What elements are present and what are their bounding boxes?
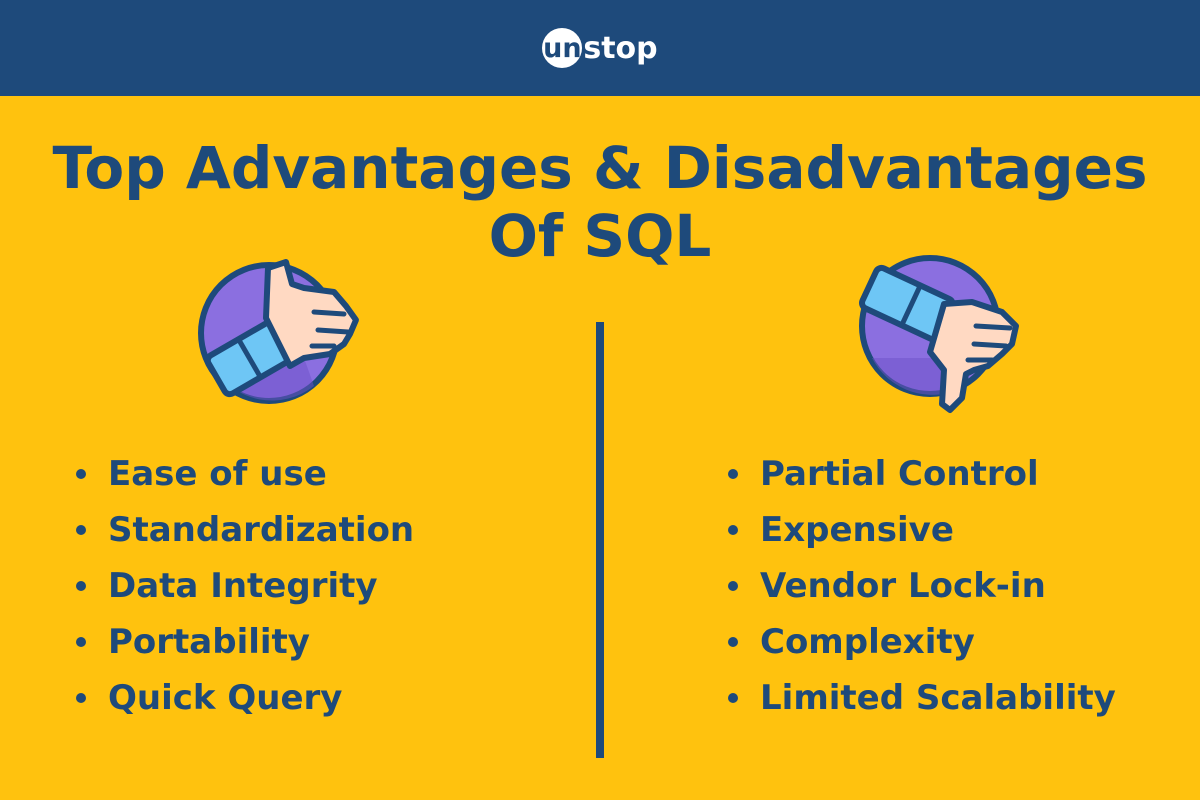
disadvantage-item: Partial Control — [726, 446, 1116, 502]
page-title: Top Advantages & Disadvantages Of SQL — [0, 134, 1200, 270]
bullet-icon — [728, 581, 738, 591]
bullet-icon — [76, 469, 86, 479]
bullet-icon — [76, 581, 86, 591]
logo-wordmark: un stop — [542, 28, 658, 68]
disadvantage-item: Complexity — [726, 614, 1116, 670]
bullet-icon — [76, 525, 86, 535]
logo-circle: un — [542, 28, 583, 68]
disadvantage-label: Partial Control — [760, 454, 1039, 494]
advantages-list: Ease of use Standardization Data Integri… — [74, 446, 414, 726]
disadvantages-list: Partial Control Expensive Vendor Lock-in… — [726, 446, 1116, 726]
advantage-label: Ease of use — [108, 454, 327, 494]
title-line-2: Of SQL — [488, 202, 712, 270]
advantage-item: Quick Query — [74, 670, 414, 726]
disadvantage-label: Expensive — [760, 510, 954, 550]
title-line-1: Top Advantages & Disadvantages — [52, 134, 1148, 202]
thumbs-up-icon — [198, 259, 359, 404]
logo-text: stop — [583, 30, 658, 66]
disadvantage-item: Vendor Lock-in — [726, 558, 1116, 614]
advantage-item: Standardization — [74, 502, 414, 558]
bullet-icon — [728, 469, 738, 479]
disadvantage-item: Expensive — [726, 502, 1116, 558]
brand-logo[interactable]: un stop — [0, 0, 1200, 96]
bullet-icon — [76, 693, 86, 703]
advantage-label: Standardization — [108, 510, 415, 550]
thumbs-down-icon — [859, 255, 1019, 413]
advantage-label: Quick Query — [108, 678, 343, 718]
bullet-icon — [728, 637, 738, 647]
bullet-icon — [728, 525, 738, 535]
bullet-icon — [76, 637, 86, 647]
advantage-item: Portability — [74, 614, 414, 670]
header-bar — [0, 0, 1200, 96]
disadvantage-label: Limited Scalability — [760, 678, 1116, 718]
advantage-label: Data Integrity — [108, 566, 378, 606]
disadvantage-label: Complexity — [760, 622, 975, 662]
advantage-item: Data Integrity — [74, 558, 414, 614]
center-divider — [596, 322, 604, 758]
disadvantage-item: Limited Scalability — [726, 670, 1116, 726]
disadvantage-label: Vendor Lock-in — [760, 566, 1046, 606]
advantage-label: Portability — [108, 622, 310, 662]
bullet-icon — [728, 693, 738, 703]
advantage-item: Ease of use — [74, 446, 414, 502]
